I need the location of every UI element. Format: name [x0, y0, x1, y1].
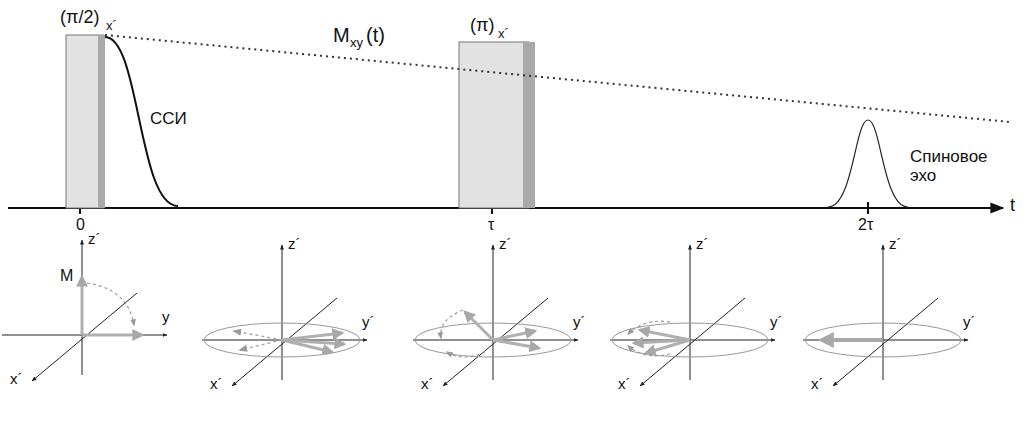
axis-label: x´ — [811, 376, 824, 393]
vector-label: M — [60, 267, 73, 285]
echo-curve — [828, 120, 908, 207]
axis-label: y — [162, 309, 170, 326]
magnetization-argument: (t) — [366, 24, 385, 46]
time-tick-label: τ — [488, 216, 494, 234]
pulse-axis-subscript: x´ — [498, 27, 509, 41]
axis-label: x´ — [10, 371, 23, 388]
echo-label: Спиновое эхо — [910, 148, 1005, 185]
axis-label: z´ — [696, 236, 709, 253]
fid-label: ССИ — [150, 110, 187, 129]
pulse-label: (π/2) — [60, 8, 99, 28]
axis-label: y´ — [573, 314, 586, 331]
magnetization-diagrams — [2, 240, 968, 386]
axis-label: z´ — [889, 236, 902, 253]
axis-label: z´ — [88, 231, 101, 248]
pulse-axis-subscript: x´ — [106, 19, 117, 33]
axis-label: y´ — [963, 314, 976, 331]
axis-label: y´ — [362, 314, 375, 331]
time-tick-label: 0 — [76, 216, 85, 234]
axis-label: x´ — [421, 376, 434, 393]
pulse-label: (π) — [470, 16, 494, 36]
axis-label: x´ — [210, 376, 223, 393]
axis-label: z´ — [288, 236, 301, 253]
axis-label: z´ — [499, 236, 512, 253]
axis-label: x´ — [618, 376, 631, 393]
rf-pulse — [66, 35, 535, 208]
decay-envelope — [105, 35, 1010, 122]
time-tick-label: 2τ — [858, 216, 873, 234]
magnetization-subscript: xy — [350, 36, 363, 50]
axis-label: y´ — [770, 314, 783, 331]
magnetization-symbol: M — [333, 24, 350, 46]
time-axis-label: t — [1010, 196, 1015, 216]
